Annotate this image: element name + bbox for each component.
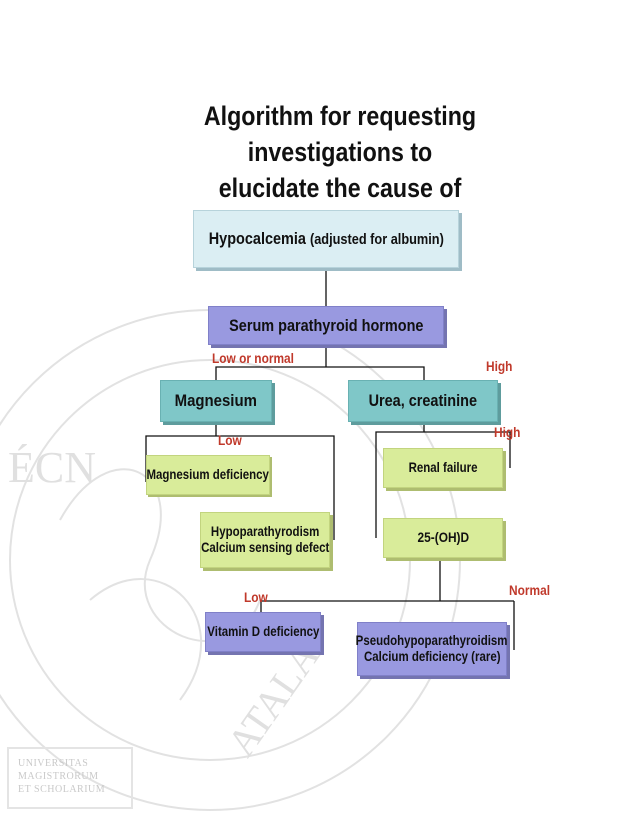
hypocalcemia-sublabel: (adjusted for albumin) [309,231,444,249]
watermark-seal-text: UNIVERSITAS MAGISTRORUM ET SCHOLARIUM [18,758,106,795]
svg-text:ÉCN: ÉCN [8,443,96,492]
title-line-1: Algorithm for requesting investigations … [203,101,477,167]
vitamin-d-deficiency-label: Vitamin D deficiency [206,623,320,640]
magnesium-label: Magnesium [174,391,258,411]
25-oh-d-label: 25-(OH)D [417,529,469,546]
urea-creatinine-box: Urea, creatinine [348,380,498,422]
magnesium-box: Magnesium [160,380,272,422]
25-oh-d-box: 25-(OH)D [383,518,503,558]
renal-failure-box: Renal failure [383,448,503,488]
pth-label: Serum parathyroid hormone [228,315,424,335]
renal-failure-label: Renal failure [408,459,478,476]
edge-label-high-1: High [486,358,513,374]
pseudohypoparathyroidism-box: Pseudohypoparathyroidism Calcium deficie… [356,622,508,676]
pseudohypoparathyroidism-label: Pseudohypoparathyroidism [356,632,508,649]
calcium-deficiency-label: Calcium deficiency (rare) [363,648,501,664]
hypocalcemia-label: Hypocalcemia [208,229,306,249]
magnesium-deficiency-box: Magnesium deficiency [146,455,270,495]
hypoparathyroidism-label: Hypoparathyrodism [210,523,320,540]
edge-pth-branch [215,366,425,380]
magnesium-deficiency-label: Magnesium deficiency [146,466,270,483]
edge-label-low-1: Low [218,432,242,448]
calcium-sensing-defect-label: Calcium sensing defect [200,539,330,555]
edge-label-normal: Normal [509,582,550,598]
edge-renal [375,431,511,538]
urea-creatinine-label: Urea, creatinine [368,391,478,411]
hypoparathyroidism-box: Hypoparathyrodism Calcium sensing defect [200,512,330,568]
pth-box: Serum parathyroid hormone [208,306,444,345]
hypocalcemia-box: Hypocalcemia (adjusted for albumin) [193,210,459,268]
vitamin-d-deficiency-box: Vitamin D deficiency [205,612,321,652]
edge-label-high-2: High [494,424,521,440]
edge-label-low-2: Low [244,589,268,605]
edge-label-low-or-normal: Low or normal [212,350,294,366]
